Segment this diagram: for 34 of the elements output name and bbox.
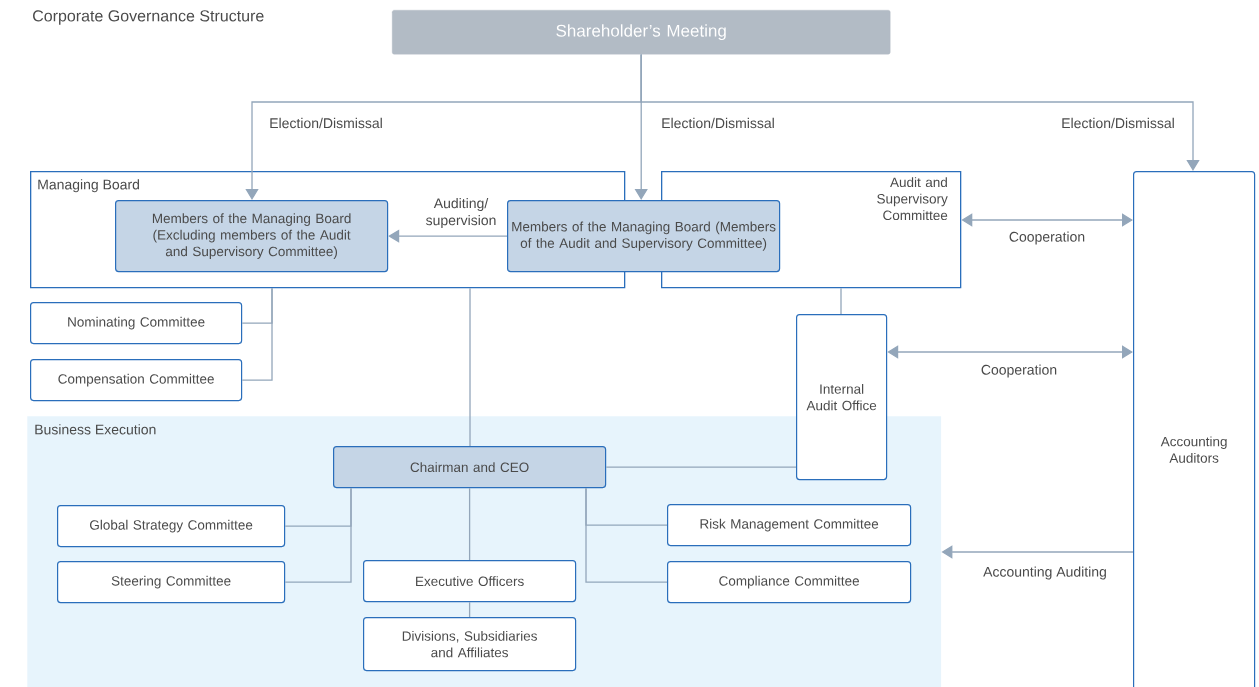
arrow bbox=[887, 345, 1133, 359]
org-box: Risk Management Committee bbox=[667, 504, 912, 547]
connector-line bbox=[241, 287, 273, 381]
connector-line bbox=[469, 287, 471, 447]
org-box: Steering Committee bbox=[57, 561, 286, 604]
org-box: Internal Audit Office bbox=[796, 314, 888, 481]
arrow bbox=[388, 229, 508, 243]
org-box: Executive Officers bbox=[363, 560, 577, 603]
connector-line bbox=[468, 601, 471, 618]
edge-label: Election/Dismissal bbox=[660, 116, 776, 130]
org-box: Divisions, Subsidiaries and Affiliates bbox=[363, 617, 577, 672]
connector-line bbox=[468, 487, 471, 561]
diagram-title: Corporate Governance Structure bbox=[33, 10, 264, 25]
connector-line bbox=[605, 466, 797, 468]
connector-line bbox=[585, 487, 668, 583]
member-box: Members of the Managing Board (Members of the Audit and Supervisory Committee) bbox=[507, 200, 781, 273]
org-box: Global Strategy Committee bbox=[57, 505, 286, 548]
member-box: Members of the Managing Board (Excluding members of the Audit and Supervisory Committee) bbox=[115, 200, 389, 273]
member-box: Chairman and CEO bbox=[333, 446, 607, 489]
arrow bbox=[961, 213, 1133, 227]
edge-label: Accounting Auditing bbox=[982, 565, 1108, 581]
edge-label: Election/Dismissal bbox=[1060, 116, 1176, 130]
edge-label: Cooperation bbox=[979, 363, 1059, 379]
arrow bbox=[640, 53, 1200, 171]
edge-label: Cooperation bbox=[1007, 230, 1087, 246]
org-box: Nominating Committee bbox=[30, 302, 243, 345]
meeting-box: Shareholder’s Meeting bbox=[392, 10, 891, 55]
org-box: Compensation Committee bbox=[30, 359, 243, 402]
edge-label: Election/Dismissal bbox=[268, 116, 384, 130]
edge-label: Auditing/ supervision bbox=[415, 196, 507, 229]
org-box: Accounting Auditors bbox=[1133, 171, 1256, 687]
org-box: Compliance Committee bbox=[667, 561, 912, 604]
connector-line bbox=[284, 487, 352, 583]
connector-line bbox=[840, 287, 842, 315]
